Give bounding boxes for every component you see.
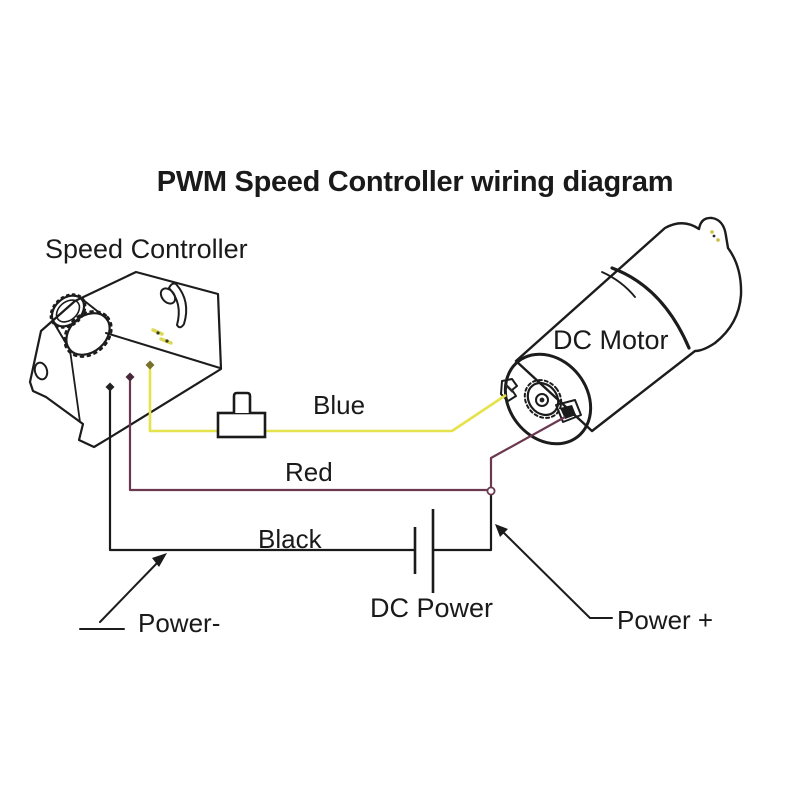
solder-smudge [151, 328, 173, 345]
junction-node [486, 486, 496, 496]
dc-motor-label: DC Motor [553, 325, 669, 355]
controller-tab-fold-edge [69, 349, 81, 423]
motor-hub [523, 379, 563, 419]
battery-symbol [413, 509, 435, 593]
speed-controller-group [28, 270, 223, 449]
red-wire-motor-segment [489, 416, 566, 487]
dc-motor-group [500, 216, 743, 446]
power-negative-label: Power- [138, 608, 220, 638]
motor-band-arc [610, 266, 691, 350]
motor-front-face [503, 352, 593, 446]
wires-group [108, 368, 566, 552]
controller-body-outline [28, 270, 223, 449]
blue-wire-label: Blue [313, 390, 365, 420]
motor-terminal-blue [500, 378, 518, 402]
red-wire [128, 377, 487, 492]
motor-terminal-red [555, 399, 582, 423]
battery-label: DC Power [370, 593, 493, 623]
page-title: PWM Speed Controller wiring diagram [157, 166, 673, 198]
motor-shaft-nub [710, 230, 720, 242]
black-wire-right [433, 495, 493, 552]
mounting-hole [33, 361, 49, 381]
switch-body [216, 411, 267, 439]
power-negative-arrow [79, 553, 167, 630]
black-terminal-dot [105, 382, 115, 392]
controller-knob [49, 293, 113, 358]
black-wire-left [108, 387, 415, 552]
motor-terminal-blue-notch [505, 384, 514, 393]
motor-band-arc-inner [601, 271, 636, 298]
curved-slot [168, 282, 188, 329]
speed-controller-label: Speed Controller [45, 234, 248, 264]
switch-actuator [232, 391, 252, 413]
red-wire-label: Red [285, 457, 333, 487]
power-positive-arrow [495, 524, 613, 619]
wire-terminal-dots [105, 360, 155, 392]
black-wire-label: Black [258, 524, 323, 554]
power-positive-label: Power + [617, 605, 713, 635]
blue-terminal-dot [145, 360, 155, 370]
controller-face-edge [105, 332, 221, 369]
power-switch [216, 391, 267, 439]
red-terminal-dot [125, 372, 135, 382]
motor-body-outline [514, 216, 743, 433]
blue-wire [148, 368, 507, 433]
